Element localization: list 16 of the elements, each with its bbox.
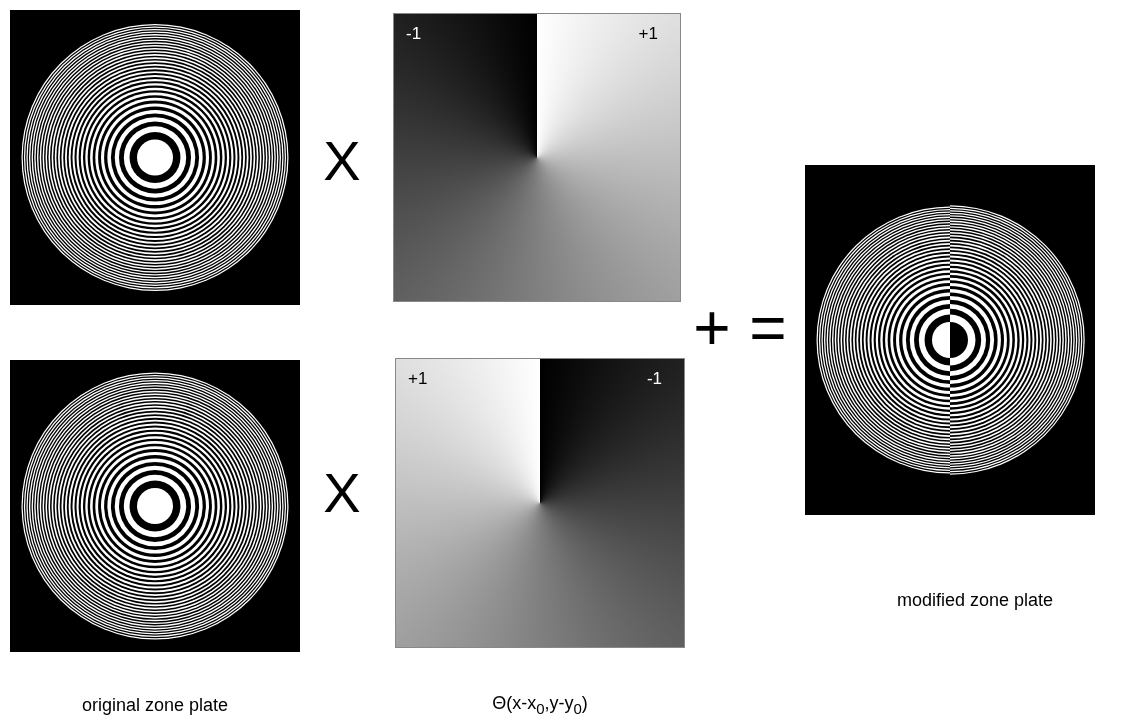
phase-gradient-panel [393,13,681,302]
zone-plate-drawing [10,360,300,652]
operator-symbol: = [749,291,787,365]
sign-label: -1 [646,369,662,389]
caption-text: Θ(x-x$_{0}$,y-y$_{0}$) [492,693,588,717]
sign-label: -1 [406,24,422,44]
operator-symbol: X [323,459,361,525]
sign-label: +1 [408,369,428,389]
caption-text: modified zone plate [896,589,1054,611]
caption-text: original zone plate [81,694,229,716]
operator-symbol: + [693,291,731,365]
zone-plate-drawing [10,10,300,305]
phase-gradient-panel [395,358,685,648]
sign-label: +1 [638,24,658,44]
operator-symbol: X [323,127,361,193]
zone-plate-drawing [805,165,1095,515]
